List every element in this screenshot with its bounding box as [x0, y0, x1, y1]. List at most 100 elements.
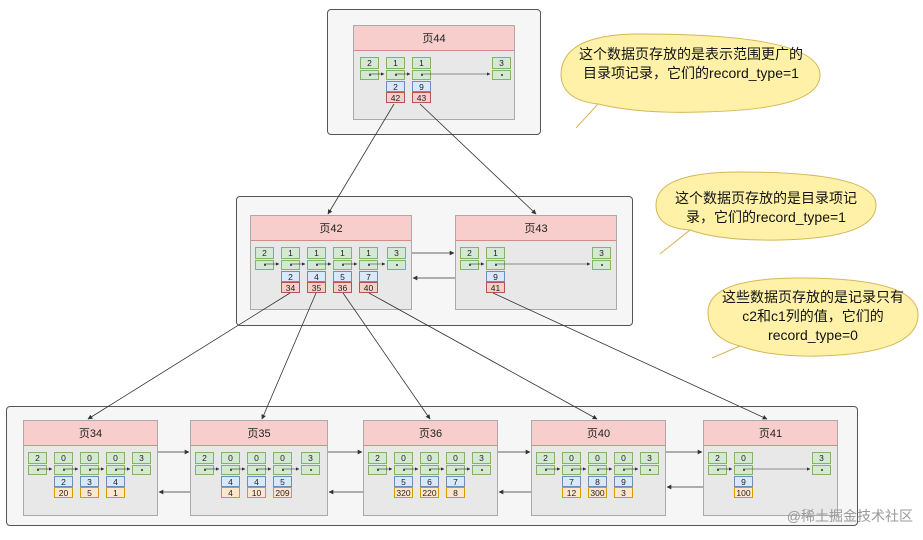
- record-c1-value: 5: [80, 487, 99, 498]
- next-record-pointer: [592, 260, 611, 270]
- record-header: 3: [387, 247, 406, 259]
- record-key: 4: [307, 271, 326, 282]
- record-key: 2: [54, 476, 73, 487]
- record-c1-value: 3: [614, 487, 633, 498]
- next-record-pointer: [708, 465, 727, 475]
- next-record-pointer: [562, 465, 581, 475]
- next-record-pointer: [307, 260, 326, 270]
- record-header: 1: [333, 247, 352, 259]
- next-record-pointer: [588, 465, 607, 475]
- next-record-pointer: [492, 70, 511, 80]
- next-record-pointer: [536, 465, 555, 475]
- note-directory-level: 这个数据页存放的是目录项记 录，它们的record_type=1: [675, 190, 857, 225]
- note-root-level: 这个数据页存放的是表示范围更广的 目录项记录，它们的record_type=1: [579, 46, 803, 81]
- record-key: 5: [273, 476, 292, 487]
- record-header: 1: [386, 57, 405, 69]
- record-key: 9: [734, 476, 753, 487]
- link-42-to-35: [261, 292, 317, 420]
- page-title: 页35: [191, 421, 327, 446]
- next-record-pointer: [812, 465, 831, 475]
- next-record-pointer: [106, 465, 125, 475]
- next-record-pointer: [255, 260, 274, 270]
- record-header: 0: [562, 452, 581, 464]
- record-key: 5: [333, 271, 352, 282]
- record-header: 2: [28, 452, 47, 464]
- record-c1-value: 10: [247, 487, 266, 498]
- child-page-number: 41: [486, 282, 505, 293]
- next-record-pointer: [54, 465, 73, 475]
- record-header: 0: [446, 452, 465, 464]
- record-header: 3: [640, 452, 659, 464]
- child-page-number: 36: [333, 282, 352, 293]
- link-44-to-42: [327, 103, 395, 215]
- link-44-to-43: [419, 103, 537, 215]
- record-c1-value: 320: [394, 487, 413, 498]
- next-record-pointer: [80, 465, 99, 475]
- next-record-pointer: [132, 465, 151, 475]
- record-header: 0: [80, 452, 99, 464]
- bubble-leaf: [707, 277, 919, 359]
- next-record-pointer: [394, 465, 413, 475]
- record-c1-value: 8: [446, 487, 465, 498]
- next-record-pointer: [420, 465, 439, 475]
- link-42-to-34: [87, 292, 291, 420]
- next-record-pointer: [273, 465, 292, 475]
- page-title: 页34: [24, 421, 157, 446]
- link-43-to-41: [492, 292, 768, 420]
- record-header: 3: [132, 452, 151, 464]
- record-key: 4: [247, 476, 266, 487]
- next-record-pointer: [412, 70, 431, 80]
- record-key: 4: [106, 476, 125, 487]
- watermark: @稀土掘金技术社区: [786, 508, 913, 524]
- page-title: 页36: [364, 421, 497, 446]
- next-record-pointer: [221, 465, 240, 475]
- next-record-pointer: [281, 260, 300, 270]
- bubble-mid: [655, 171, 877, 255]
- record-key: 9: [486, 271, 505, 282]
- record-header: 2: [255, 247, 274, 259]
- record-header: 0: [54, 452, 73, 464]
- note-leaf-level: 这些数据页存放的是记录只有 c2和c1列的值，它们的 record_type=0: [722, 289, 904, 343]
- record-header: 1: [281, 247, 300, 259]
- next-record-pointer: [460, 260, 479, 270]
- next-record-pointer: [301, 465, 320, 475]
- record-header: 3: [301, 452, 320, 464]
- record-header: 1: [412, 57, 431, 69]
- next-record-pointer: [614, 465, 633, 475]
- record-key: 9: [614, 476, 633, 487]
- next-record-pointer: [360, 70, 379, 80]
- record-c1-value: 209: [273, 487, 292, 498]
- record-c1-value: 100: [734, 487, 753, 498]
- next-record-pointer: [247, 465, 266, 475]
- record-key: 8: [588, 476, 607, 487]
- next-record-pointer: [359, 260, 378, 270]
- next-record-pointer: [386, 70, 405, 80]
- record-c1-value: 300: [588, 487, 607, 498]
- record-header: 2: [360, 57, 379, 69]
- record-c1-value: 20: [54, 487, 73, 498]
- record-header: 0: [614, 452, 633, 464]
- next-record-pointer: [640, 465, 659, 475]
- record-key: 7: [446, 476, 465, 487]
- record-key: 9: [412, 81, 431, 92]
- record-c1-value: 220: [420, 487, 439, 498]
- next-record-pointer: [333, 260, 352, 270]
- record-header: 0: [588, 452, 607, 464]
- next-record-pointer: [28, 465, 47, 475]
- next-record-pointer: [368, 465, 387, 475]
- record-header: 3: [492, 57, 511, 69]
- next-record-pointer: [486, 260, 505, 270]
- page-title: 页44: [354, 26, 514, 51]
- record-header: 2: [536, 452, 555, 464]
- link-42-to-36: [342, 292, 431, 420]
- child-page-number: 43: [412, 92, 431, 103]
- record-c1-value: 1: [106, 487, 125, 498]
- page-title: 页41: [704, 421, 837, 446]
- next-record-pointer: [472, 465, 491, 475]
- child-page-number: 34: [281, 282, 300, 293]
